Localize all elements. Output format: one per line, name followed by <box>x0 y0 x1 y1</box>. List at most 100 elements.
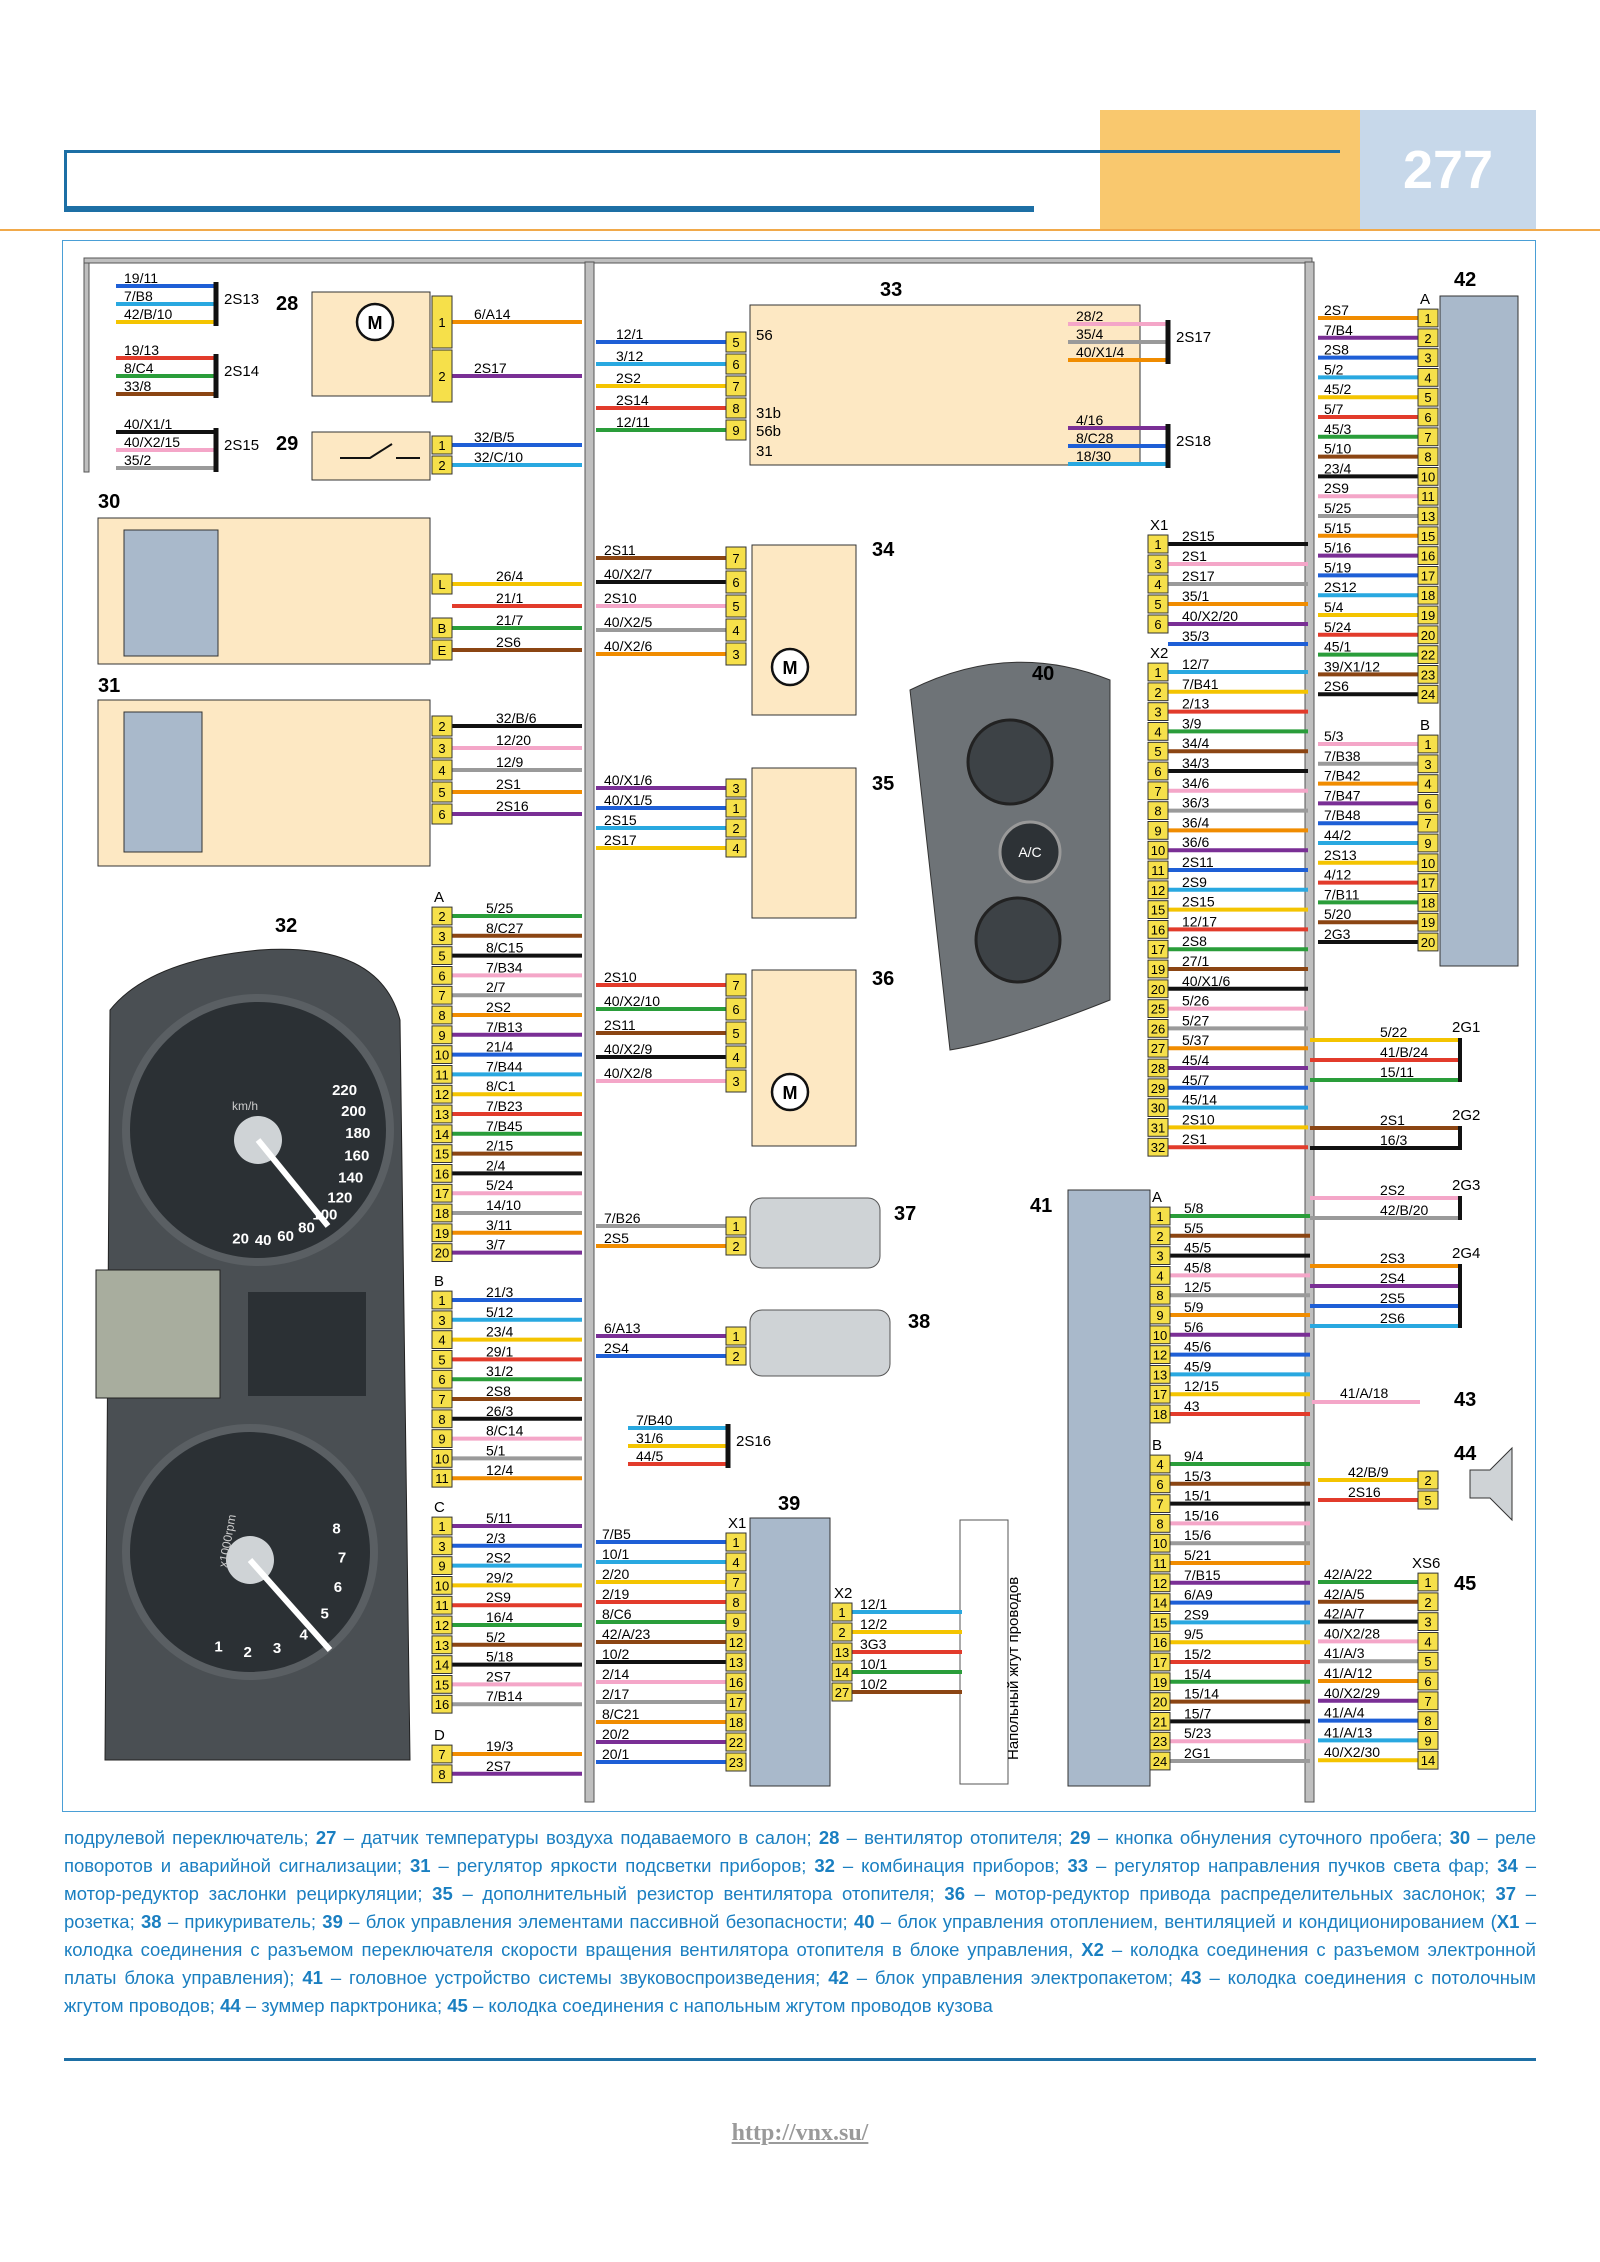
wire-label: 35/3 <box>1182 628 1209 644</box>
speedometer-needle <box>255 1138 331 1228</box>
connector-pin <box>1147 840 1169 860</box>
connector-pin <box>725 1346 747 1366</box>
pin-number: 19 <box>1421 915 1435 930</box>
connector-pin <box>431 1536 453 1556</box>
caption-item-number: 45 <box>447 1995 468 2016</box>
caption-item-number: 39 <box>322 1911 343 1932</box>
pin-number: 18 <box>435 1206 449 1221</box>
wire-label: 45/2 <box>1324 381 1351 397</box>
wire-label: 29/1 <box>486 1343 513 1359</box>
wire-label: 10/2 <box>860 1676 887 1692</box>
pin-number: 18 <box>729 1715 743 1730</box>
connector-pin <box>725 973 747 997</box>
connector-pin <box>1149 1305 1171 1325</box>
wire-label: 20/2 <box>602 1726 629 1742</box>
pin-number: 10 <box>1151 843 1165 858</box>
wire-label: 32/C/10 <box>474 449 523 465</box>
wire-label: 5/25 <box>486 900 513 916</box>
connector-pin <box>725 331 747 353</box>
caption-item-number: 31 <box>409 1855 431 1876</box>
wire-label: 41/A/4 <box>1324 1705 1365 1721</box>
connector-pin <box>431 1576 453 1595</box>
connector-pin <box>1147 979 1169 999</box>
connector-pin <box>831 1642 853 1662</box>
splice-label: 2S16 <box>736 1433 771 1450</box>
pin-number: 6 <box>438 807 445 822</box>
pin-number: 1 <box>438 315 445 330</box>
footer-url[interactable]: http://vnx.su/ <box>731 2120 869 2146</box>
ground-label: 2G2 <box>1452 1107 1480 1124</box>
connector-pin <box>431 1005 453 1025</box>
connector-pin <box>725 1732 747 1752</box>
wire-label: 44/2 <box>1324 827 1351 843</box>
pin-number: 20 <box>1421 628 1435 643</box>
connector-pin <box>725 1216 747 1236</box>
wire-label: 5/6 <box>1184 1319 1204 1335</box>
pin-number: 23 <box>1421 667 1435 682</box>
wire-label: 2S11 <box>1182 854 1214 870</box>
ground-label: 2G1 <box>1452 1019 1480 1036</box>
pin-number: 1 <box>732 1219 739 1234</box>
pin-number: 15 <box>1153 1615 1167 1630</box>
component-30-label: 30 <box>98 491 120 513</box>
connector-pin <box>431 1744 453 1764</box>
floor-harness-label: Напольный жгут проводов <box>1005 1577 1022 1760</box>
pin-number: 8 <box>438 1008 445 1023</box>
pin-number: 23 <box>729 1755 743 1770</box>
connector-pin <box>1417 1691 1439 1711</box>
wire-label: 40/X2/28 <box>1324 1625 1380 1641</box>
connector-pin <box>431 435 453 455</box>
diagram-frame <box>62 240 1536 1812</box>
dial-tick-label: 160 <box>344 1148 369 1165</box>
connector-block-title: B <box>1420 717 1430 734</box>
component-28-label: 28 <box>276 293 298 315</box>
splice-2S13 <box>116 282 219 326</box>
connector-pin <box>725 1045 747 1069</box>
wire-label: 9/4 <box>1184 1448 1204 1464</box>
wire-label: 5/26 <box>1182 993 1209 1009</box>
pin-number: 27 <box>835 1685 849 1700</box>
wire-label: 5/7 <box>1324 401 1344 417</box>
connector-pin <box>431 715 453 737</box>
connector-41-B <box>1149 1454 1310 1771</box>
dial-tick-label: 180 <box>345 1125 370 1142</box>
connector-40-X2 <box>1147 662 1308 1157</box>
connector-pin <box>431 1389 453 1409</box>
connector-pin <box>431 1084 453 1104</box>
socket-body <box>749 1197 881 1269</box>
wire-label: 40/X1/4 <box>1076 344 1124 360</box>
caption-item-number: 34 <box>1497 1855 1518 1876</box>
wire-label: 3/7 <box>486 1237 506 1253</box>
pin-number: 25 <box>1151 1002 1165 1017</box>
wire-label: 9/5 <box>1184 1626 1204 1642</box>
ground-label: 2G4 <box>1452 1245 1480 1262</box>
splice-label: 2S17 <box>1176 329 1211 346</box>
connector-pin <box>725 594 747 618</box>
wire-label: 45/8 <box>1184 1259 1211 1275</box>
pin-number: 28 <box>1151 1061 1165 1076</box>
wire-label: 2S15 <box>604 812 637 828</box>
wire-label: 6/A9 <box>1184 1587 1213 1603</box>
connector-pin <box>1417 368 1439 387</box>
ground-label: 2G3 <box>1452 1177 1480 1194</box>
wire-label: 2S9 <box>486 1589 511 1605</box>
pin-number: 5 <box>1154 744 1161 759</box>
connector-pin <box>1417 387 1439 407</box>
pin-number: 19 <box>1151 962 1165 977</box>
wire-label: 35/1 <box>1182 588 1209 604</box>
wire-label: 2/3 <box>486 1530 506 1546</box>
connector-pin <box>1417 774 1439 794</box>
caption-item-text: подрулевой переключатель; <box>64 1827 316 1848</box>
wire-label: 2S16 <box>496 798 529 814</box>
component-32-label: 32 <box>275 915 297 937</box>
pin-number: 12 <box>1151 883 1165 898</box>
connector-pin <box>1147 920 1169 939</box>
wire-label: 45/5 <box>1184 1240 1211 1256</box>
wire-label: 2S10 <box>604 969 637 985</box>
connector-block-title: A <box>434 889 444 906</box>
connector-pin <box>1417 427 1439 447</box>
connector-41-A <box>1149 1206 1310 1424</box>
wire-label: 7/B45 <box>486 1118 523 1134</box>
connector-pin <box>1417 1612 1439 1631</box>
wire-label: 40/X2/7 <box>604 566 652 582</box>
